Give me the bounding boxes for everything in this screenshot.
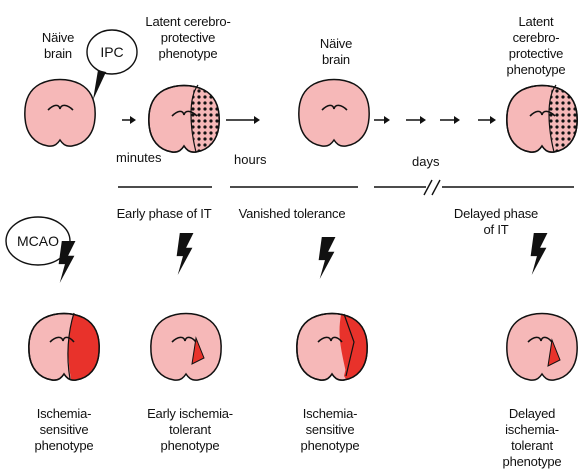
- label-outcome-4: Delayed ischemia- tolerant phenotype: [503, 406, 562, 470]
- label-days: days: [412, 154, 439, 170]
- brain-outcome-3: [297, 310, 372, 382]
- brain-outcome-2: [151, 314, 221, 381]
- label-minutes: minutes: [116, 150, 162, 166]
- label-latent-phenotype-2: Latent cerebro- protective phenotype: [507, 14, 566, 78]
- label-vanished-tolerance: Vanished tolerance: [239, 206, 346, 222]
- label-outcome-1: Ischemia- sensitive phenotype: [35, 406, 94, 454]
- label-delayed-phase: Delayed phase of IT: [453, 206, 539, 238]
- brain-latent-2: [507, 78, 582, 158]
- lightning-bolt-icon-2: [177, 233, 194, 275]
- label-latent-phenotype-1: Latent cerebro- protective phenotype: [145, 14, 230, 62]
- brain-outcome-1: [29, 310, 104, 384]
- brain-naive-2: [299, 80, 369, 147]
- lightning-bolt-icon-4: [531, 233, 548, 275]
- label-naive-brain-1: Näive brain: [42, 30, 74, 62]
- lightning-bolt-icon-1: [59, 241, 76, 283]
- brain-latent-1: [149, 78, 224, 158]
- mcao-label: MCAO: [17, 233, 59, 249]
- lightning-bolt-icon-3: [319, 237, 336, 279]
- label-outcome-2: Early ischemia- tolerant phenotype: [147, 406, 233, 454]
- label-naive-brain-2: Näive brain: [320, 36, 352, 68]
- label-outcome-3: Ischemia- sensitive phenotype: [301, 406, 360, 454]
- brain-outcome-4: [507, 314, 577, 381]
- ipc-bubble: IPC: [87, 30, 137, 100]
- ipc-label: IPC: [100, 44, 123, 60]
- brain-naive-1: [25, 80, 95, 147]
- phase-lines: [118, 180, 574, 195]
- label-early-phase: Early phase of IT: [117, 206, 212, 222]
- label-hours: hours: [234, 152, 267, 168]
